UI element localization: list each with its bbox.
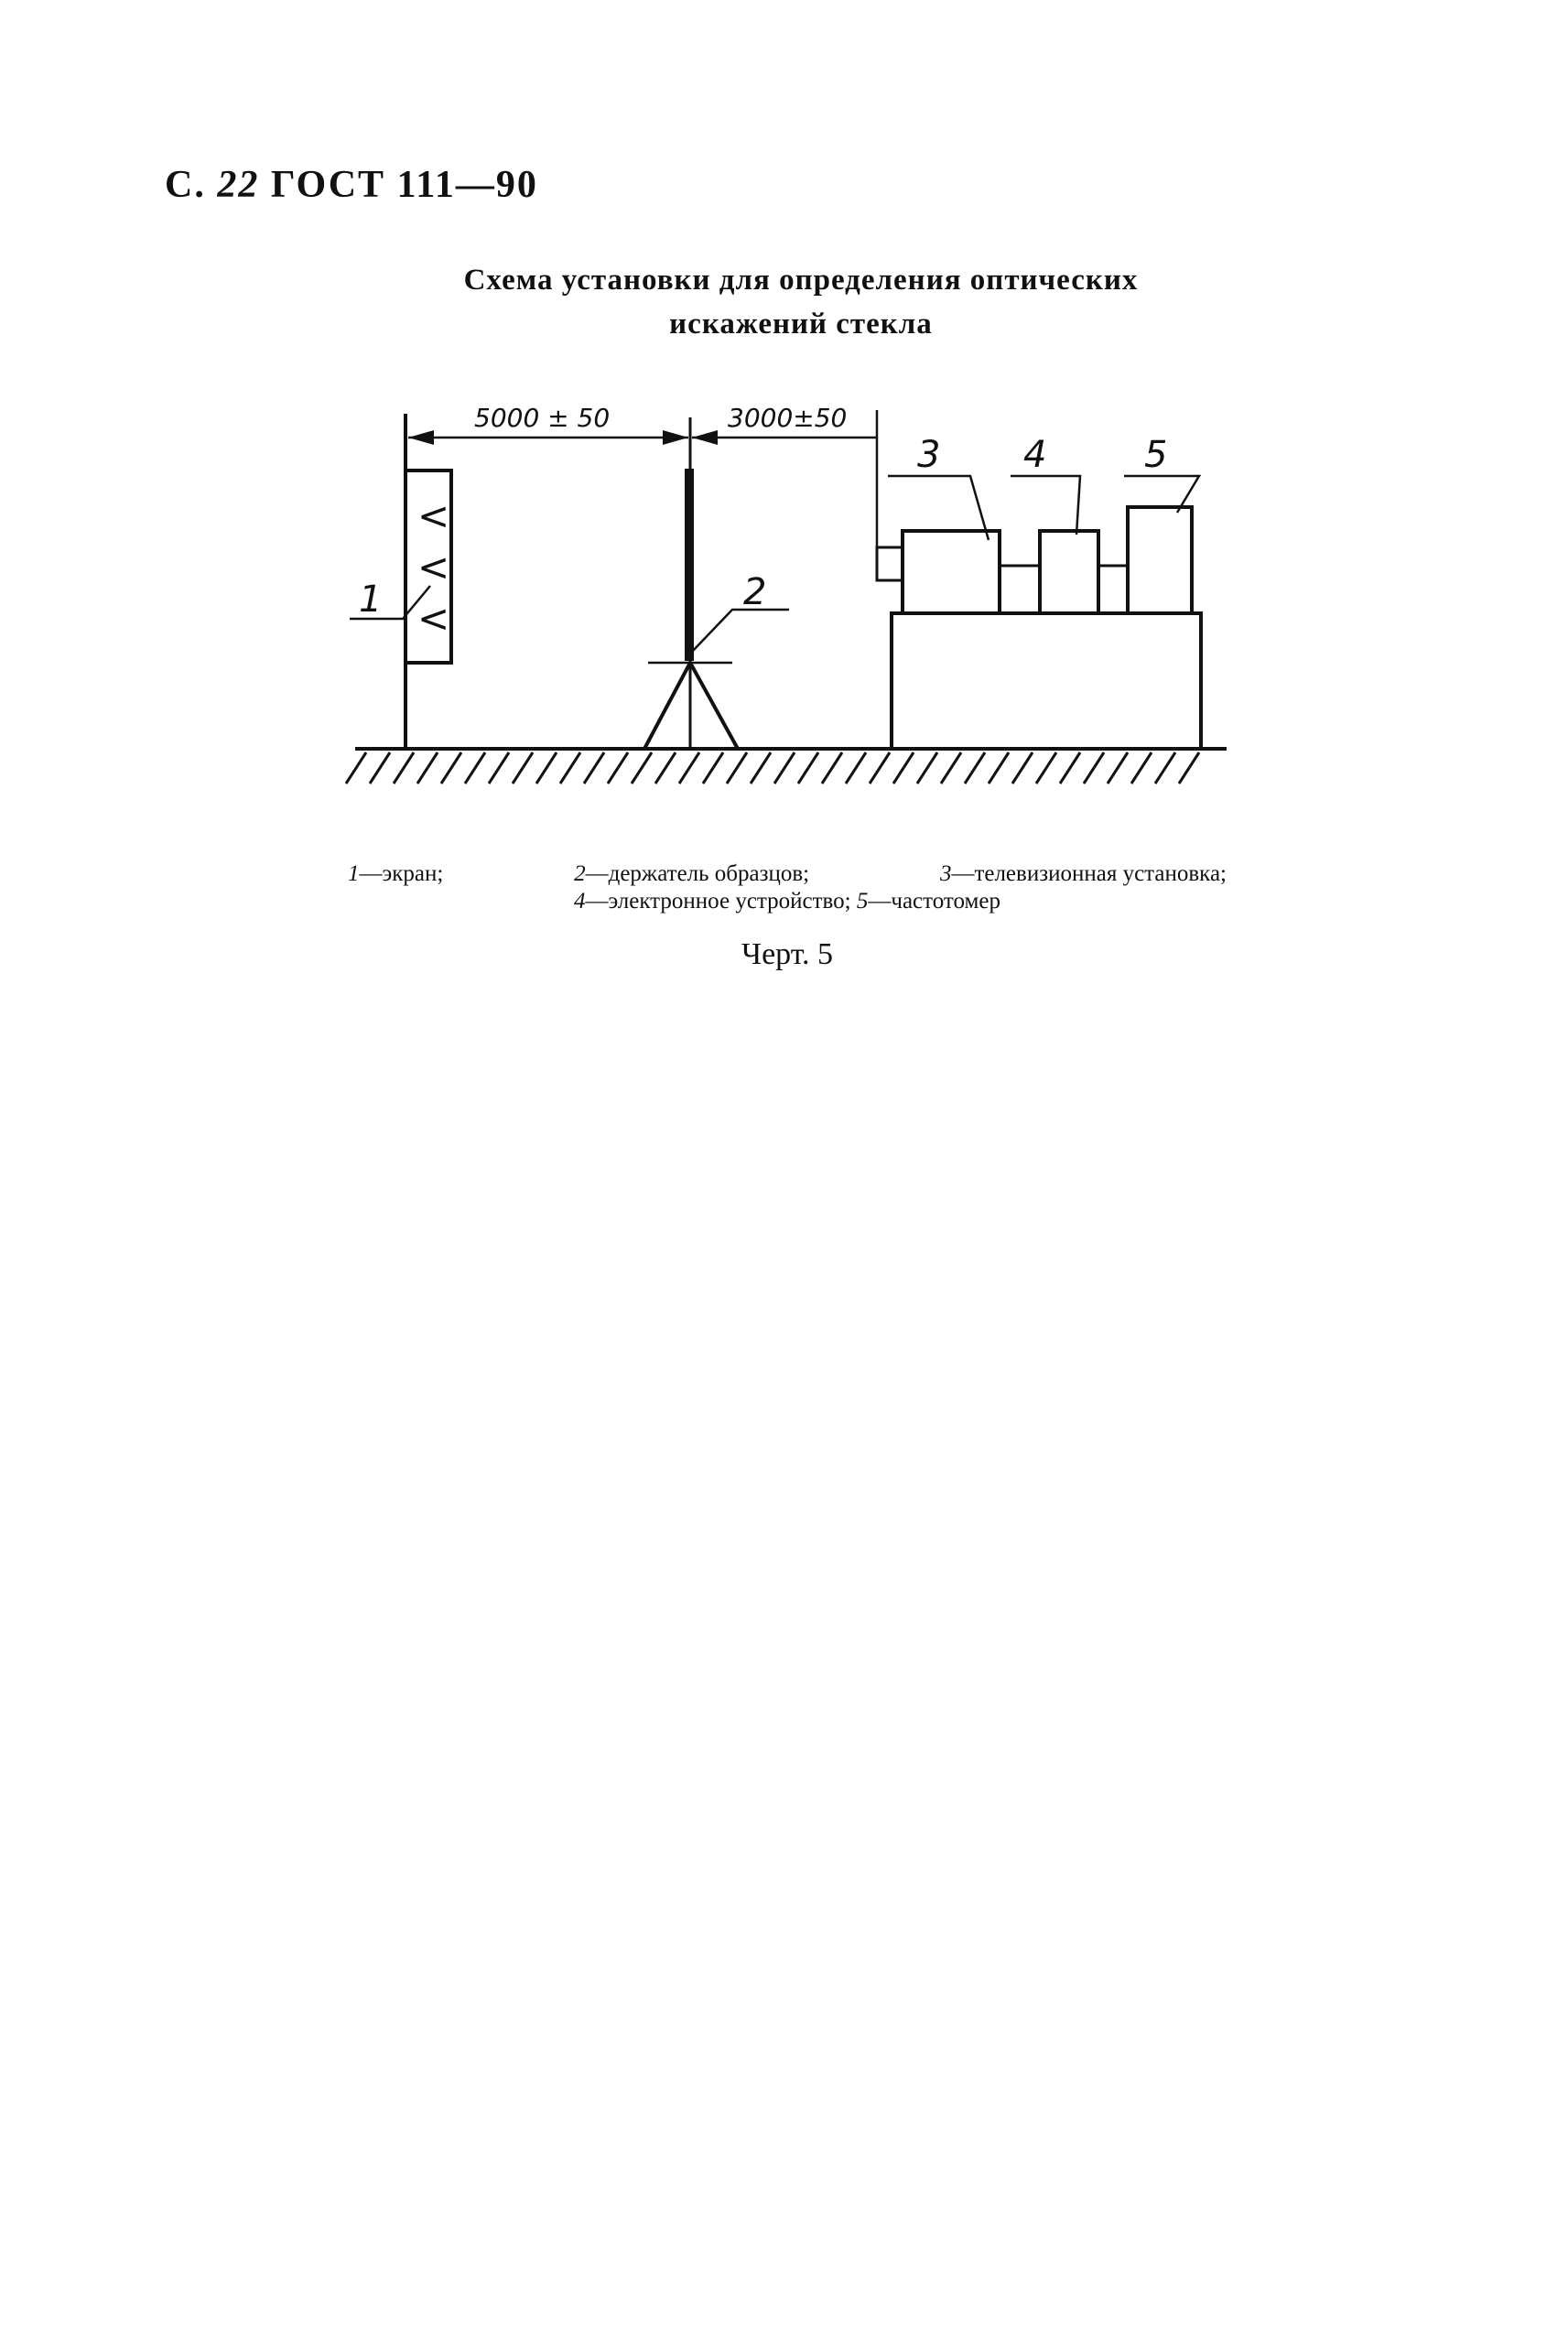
hatch-stroke — [725, 752, 749, 784]
hatch-stroke — [701, 752, 725, 784]
holder-sample — [685, 469, 694, 661]
screen-mark-2: < — [417, 545, 449, 589]
screen-mark-1: < — [417, 493, 449, 538]
hatch-stroke — [1011, 752, 1034, 784]
label-4: 4 — [1023, 434, 1046, 476]
legend-item-2: 2—держатель образцов; — [574, 861, 810, 886]
hatch-stroke — [773, 752, 796, 784]
label-2: 2 — [743, 571, 766, 613]
hatch-stroke — [344, 752, 368, 784]
electronic-device-box — [1038, 529, 1100, 615]
leader-3 — [888, 474, 990, 541]
drawing-number: Черт. 5 — [741, 937, 834, 971]
leader-2 — [691, 608, 789, 653]
figure-legend: 1—экран; 2—держатель образцов; 3—телевиз… — [348, 860, 1227, 915]
hatch-stroke — [654, 752, 677, 784]
hatch-stroke — [558, 752, 582, 784]
header-page-number: 22 — [217, 164, 260, 206]
equipment-table — [890, 611, 1203, 751]
hatch-stroke — [535, 752, 558, 784]
hatch-stroke — [1130, 752, 1153, 784]
hatch-stroke — [987, 752, 1011, 784]
legend-item-1: 1—экран; — [348, 861, 444, 886]
hatch-stroke — [915, 752, 939, 784]
connector-4-5 — [1097, 564, 1130, 615]
tv-unit-box — [901, 529, 1001, 615]
figure-title: Схема установки для определения оптическ… — [275, 258, 1327, 346]
screen-panel — [404, 469, 453, 665]
hatch-stroke — [606, 752, 630, 784]
hatch-stroke — [677, 752, 701, 784]
label-1: 1 — [359, 579, 382, 621]
figure-title-line2: искажений стекла — [669, 308, 933, 341]
hatch-stroke — [1177, 752, 1201, 784]
legend-item-5: 5—частотомер — [856, 889, 1000, 914]
screen-mark-3: < — [417, 596, 449, 641]
hatch-stroke — [368, 752, 392, 784]
hatch-stroke — [511, 752, 535, 784]
hatch-stroke — [1034, 752, 1058, 784]
hatch-stroke — [630, 752, 654, 784]
dimension-arrow-left-2 — [692, 430, 718, 445]
header-prefix: С. — [165, 164, 206, 206]
hatch-stroke — [487, 752, 511, 784]
dimension-screen-holder: 5000 ± 50 — [474, 403, 610, 433]
hatch-stroke — [582, 752, 606, 784]
hatch-stroke — [844, 752, 868, 784]
legend-item-3: 3—телевизионная установка; — [939, 861, 1227, 886]
header-standard: ГОСТ 111—90 — [270, 164, 538, 206]
legend-line-1: 1—экран; 2—держатель образцов; 3—телевиз… — [348, 860, 1227, 888]
dimension-arrow-right-1 — [663, 430, 688, 445]
hatch-stroke — [463, 752, 487, 784]
hatch-stroke — [796, 752, 820, 784]
label-5: 5 — [1144, 434, 1167, 476]
hatch-stroke — [963, 752, 987, 784]
hatch-stroke — [392, 752, 416, 784]
leader-5 — [1124, 474, 1202, 514]
hatch-stroke — [892, 752, 915, 784]
frequency-meter-box — [1126, 505, 1194, 615]
hatch-stroke — [1153, 752, 1177, 784]
hatch-stroke — [1082, 752, 1106, 784]
legend-line-2: 4—электронное устройство; 5—частотомер — [348, 888, 1227, 915]
tv-camera-lens — [875, 546, 904, 582]
page-header: С. 22 ГОСТ 111—90 — [165, 163, 538, 207]
legend-item-4: 4—электронное устройство; — [574, 889, 851, 914]
hatch-stroke — [820, 752, 844, 784]
setup-diagram: < < < 5000 ± 50 3000±50 1 2 3 4 5 — [344, 403, 1227, 784]
ground-hatching — [344, 752, 1201, 784]
figure-title-line1: Схема установки для определения оптическ… — [463, 264, 1139, 297]
hatch-stroke — [939, 752, 963, 784]
hatch-stroke — [1058, 752, 1082, 784]
leader-1 — [350, 585, 431, 621]
dimension-arrow-left — [408, 430, 434, 445]
hatch-stroke — [1106, 752, 1130, 784]
hatch-stroke — [749, 752, 773, 784]
dimension-holder-tv: 3000±50 — [728, 403, 847, 433]
label-3: 3 — [917, 434, 940, 476]
connector-3-4 — [998, 564, 1042, 615]
hatch-stroke — [439, 752, 463, 784]
hatch-stroke — [868, 752, 892, 784]
hatch-stroke — [416, 752, 439, 784]
leader-4 — [1011, 474, 1082, 535]
